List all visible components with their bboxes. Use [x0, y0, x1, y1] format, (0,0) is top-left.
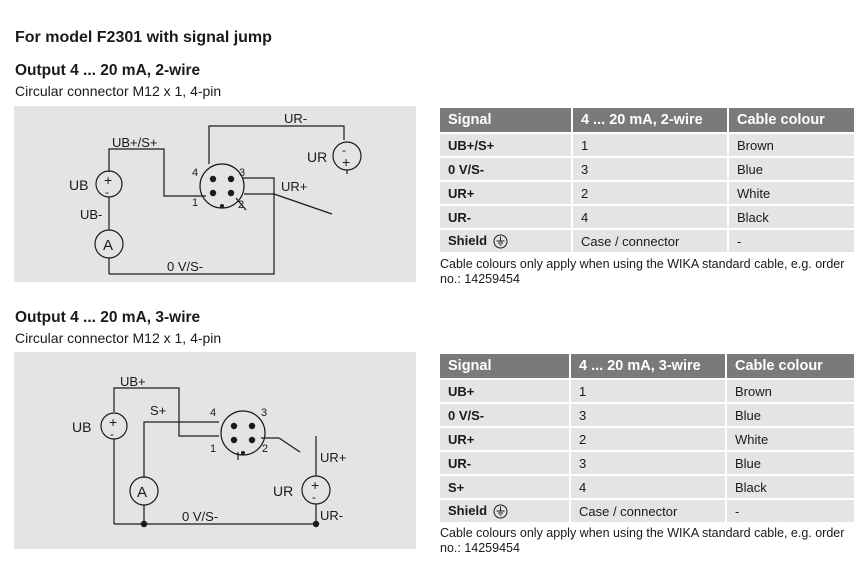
wiring-diagram-3wire: UB+ UB + - S+ A 0 V/S- UR+ UR + - UR- 4 … — [14, 352, 416, 549]
cell-signal: Shield — [440, 498, 571, 522]
cell-signal: S+ — [440, 474, 571, 498]
cell-colour: White — [727, 426, 854, 450]
table-row: Shield Case / connector - — [440, 498, 854, 522]
table-row: UR+ 2 White — [440, 180, 854, 204]
cell-colour: - — [729, 228, 854, 252]
label-ur-plus-sign: + — [311, 477, 319, 493]
wiring-diagram-2wire-svg: UR- UB+/S+ UR - + UB + - UB- A 0 V/S- UR… — [69, 111, 362, 275]
label-0v-s-minus: 0 V/S- — [182, 509, 218, 524]
label-ub-plus-s-plus: UB+/S+ — [112, 135, 158, 150]
table-row: UR+ 2 White — [440, 426, 854, 450]
section-title-3wire: Output 4 ... 20 mA, 3-wire — [15, 309, 201, 326]
table-row: UB+/S+ 1 Brown — [440, 132, 854, 156]
label-ub-plus-sign: + — [109, 414, 117, 430]
label-ub-minus-sign: - — [105, 185, 109, 199]
pin-4-label: 4 — [192, 167, 198, 179]
label-ur-plus-sign: + — [342, 154, 350, 170]
column-header-signal: Signal — [440, 354, 571, 378]
ground-symbol-icon — [493, 504, 508, 519]
cell-pin: 3 — [571, 402, 727, 426]
pin-3-label: 3 — [261, 407, 267, 419]
cell-signal: UR- — [440, 204, 573, 228]
label-ub-plus-sign: + — [104, 172, 112, 188]
section-subtitle-2wire: Circular connector M12 x 1, 4-pin — [15, 83, 222, 99]
cell-signal-text: Shield — [448, 502, 488, 518]
label-ur-minus: UR- — [284, 111, 307, 126]
cell-signal: UB+ — [440, 378, 571, 402]
cell-colour: Blue — [729, 156, 854, 180]
cell-pin: 1 — [573, 132, 729, 156]
label-ur: UR — [307, 149, 327, 165]
cell-signal: UR+ — [440, 426, 571, 450]
label-ur-minus-sign: - — [312, 490, 316, 504]
page-title: For model F2301 with signal jump — [15, 29, 272, 46]
cell-colour: Brown — [727, 378, 854, 402]
cell-pin: 3 — [571, 450, 727, 474]
signal-table-2wire: Signal 4 ... 20 mA, 2-wire Cable colour … — [440, 108, 854, 252]
cell-colour: Brown — [729, 132, 854, 156]
cell-colour: - — [727, 498, 854, 522]
table-row: 0 V/S- 3 Blue — [440, 402, 854, 426]
label-ur-minus-sign: - — [342, 143, 346, 157]
cell-colour: Blue — [727, 450, 854, 474]
table-row: Shield Case / connector - — [440, 228, 854, 252]
label-ub-minus: UB- — [80, 207, 102, 222]
pin-2-label: 2 — [238, 199, 244, 211]
cell-pin: Case / connector — [573, 228, 729, 252]
cell-colour: Black — [729, 204, 854, 228]
cell-pin: 2 — [573, 180, 729, 204]
ground-symbol-icon — [493, 234, 508, 249]
label-0v-s-minus: 0 V/S- — [167, 259, 203, 274]
column-header-cable-colour: Cable colour — [727, 354, 854, 378]
wiring-diagram-3wire-svg: UB+ UB + - S+ A 0 V/S- UR+ UR + - UR- 4 … — [72, 374, 346, 528]
cell-signal: 0 V/S- — [440, 402, 571, 426]
table-row: S+ 4 Black — [440, 474, 854, 498]
label-ub: UB — [72, 419, 91, 435]
signal-table-3wire: Signal 4 ... 20 mA, 3-wire Cable colour … — [440, 354, 854, 522]
cell-colour: Black — [727, 474, 854, 498]
column-header-cable-colour: Cable colour — [729, 108, 854, 132]
label-ur-minus: UR- — [320, 508, 343, 523]
cell-signal: Shield — [440, 228, 573, 252]
pin-3-label: 3 — [239, 167, 245, 179]
section-title-2wire: Output 4 ... 20 mA, 2-wire — [15, 62, 201, 79]
cell-pin: 3 — [573, 156, 729, 180]
cell-colour: White — [729, 180, 854, 204]
section-subtitle-3wire: Circular connector M12 x 1, 4-pin — [15, 330, 222, 346]
cell-signal-text: Shield — [448, 232, 488, 248]
pin-1-label: 1 — [192, 197, 198, 209]
cell-signal: UR+ — [440, 180, 573, 204]
label-ur-plus: UR+ — [320, 450, 346, 465]
cell-pin: Case / connector — [571, 498, 727, 522]
ammeter-label: A — [137, 484, 147, 501]
column-header-signal: Signal — [440, 108, 573, 132]
wiring-diagram-2wire: UR- UB+/S+ UR - + UB + - UB- A 0 V/S- UR… — [14, 106, 416, 282]
cell-pin: 4 — [571, 474, 727, 498]
cable-note-2wire: Cable colours only apply when using the … — [440, 257, 845, 286]
label-s-plus: S+ — [150, 403, 166, 418]
pin-1-label: 1 — [210, 443, 216, 455]
table-row: 0 V/S- 3 Blue — [440, 156, 854, 180]
table-row: UB+ 1 Brown — [440, 378, 854, 402]
label-ur-plus: UR+ — [281, 179, 307, 194]
label-ub-minus-sign: - — [110, 427, 114, 441]
table-row: UR- 3 Blue — [440, 450, 854, 474]
cell-pin: 1 — [571, 378, 727, 402]
column-header-output: 4 ... 20 mA, 3-wire — [571, 354, 727, 378]
cell-pin: 2 — [571, 426, 727, 450]
pin-2-label: 2 — [262, 443, 268, 455]
cell-signal: UB+/S+ — [440, 132, 573, 156]
label-ur: UR — [273, 483, 293, 499]
pin-4-label: 4 — [210, 407, 216, 419]
table-row: UR- 4 Black — [440, 204, 854, 228]
ammeter-label: A — [103, 237, 113, 254]
label-ub: UB — [69, 177, 88, 193]
label-ub-plus: UB+ — [120, 374, 146, 389]
cell-signal: 0 V/S- — [440, 156, 573, 180]
cell-colour: Blue — [727, 402, 854, 426]
cell-pin: 4 — [573, 204, 729, 228]
column-header-output: 4 ... 20 mA, 2-wire — [573, 108, 729, 132]
cell-signal: UR- — [440, 450, 571, 474]
cable-note-3wire: Cable colours only apply when using the … — [440, 526, 845, 555]
